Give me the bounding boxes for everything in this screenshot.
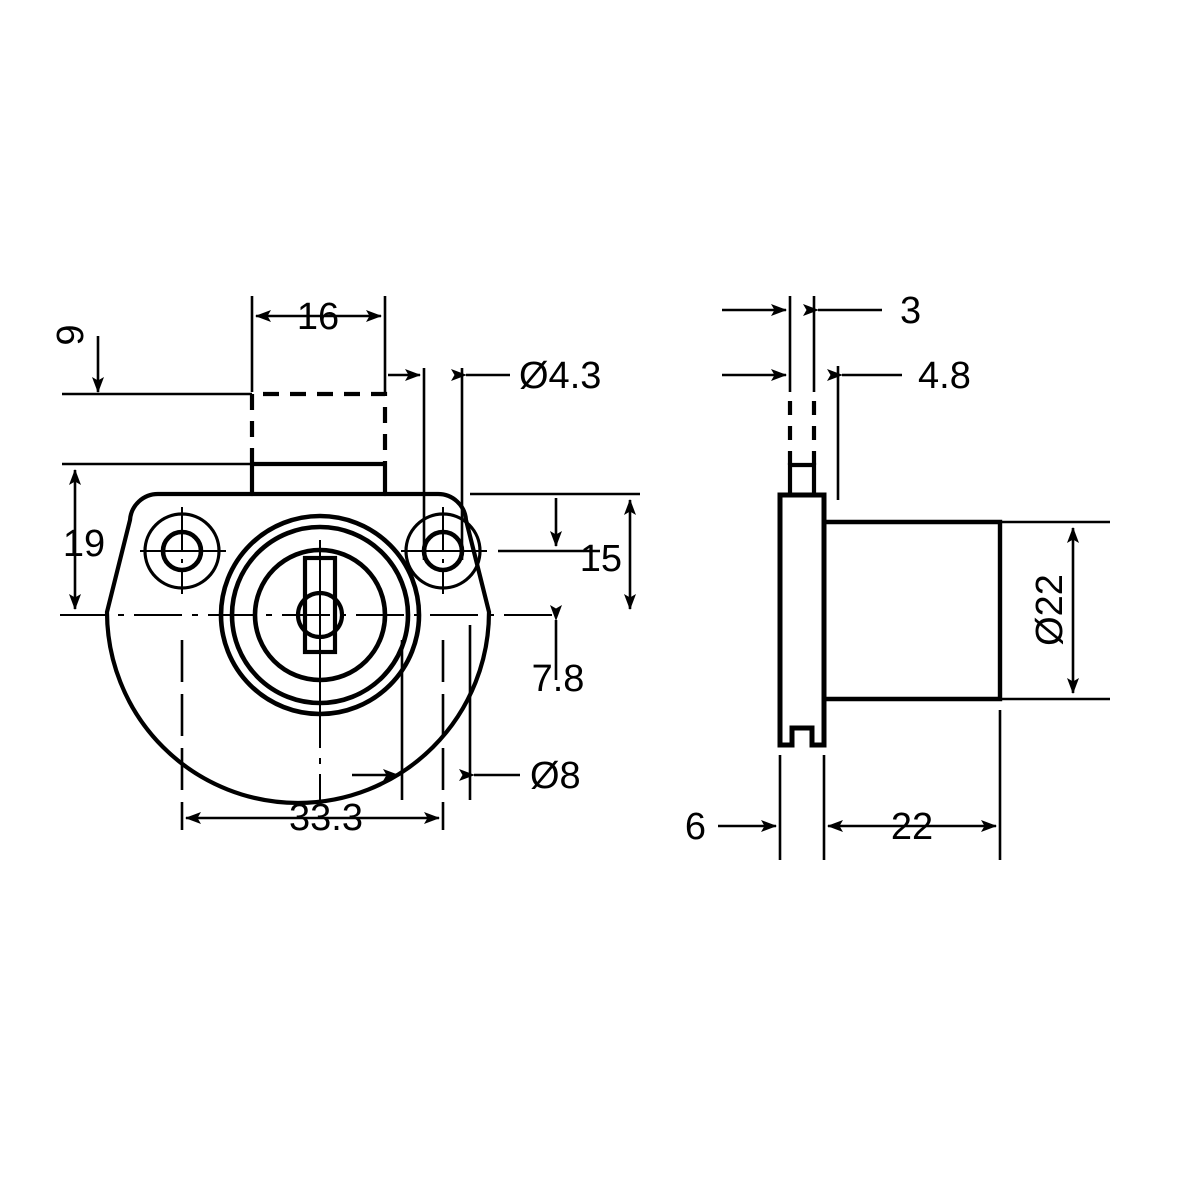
front-centerlines (60, 507, 560, 800)
front-view-geometry (104, 461, 492, 806)
dim-label-d8: Ø8 (530, 755, 581, 797)
dim-label-9: 9 (50, 324, 92, 345)
cam-tongue (249, 461, 388, 497)
dim-label-3: 3 (900, 290, 921, 332)
side-flange-plate (777, 492, 827, 748)
side-barrel (824, 519, 1003, 702)
dim-label-d22: Ø22 (1029, 574, 1071, 646)
dim-label-333: 33.3 (289, 797, 363, 839)
dim-label-22: 22 (891, 806, 933, 848)
dim-label-16: 16 (297, 296, 339, 338)
side-cam-hidden (787, 396, 817, 465)
front-view-dimensions (62, 296, 640, 830)
cam-hidden-outline (249, 391, 388, 464)
side-view-group (777, 396, 1003, 748)
dim-label-6: 6 (685, 806, 706, 848)
dim-label-15: 15 (580, 538, 622, 580)
dim-label-48: 4.8 (918, 355, 971, 397)
flange-outline (104, 491, 492, 806)
dim-label-d43: Ø4.3 (519, 355, 601, 397)
side-dimension-labels: 3 4.8 Ø22 6 22 (685, 290, 1071, 848)
side-cam-stem (787, 462, 817, 495)
dim-label-78: 7.8 (532, 658, 585, 700)
dim-label-19: 19 (63, 523, 105, 565)
side-view-dimensions (718, 296, 1110, 860)
front-view-group (60, 391, 560, 806)
front-dimension-labels: 9 16 19 Ø4.3 15 7.8 Ø8 33.3 (50, 296, 622, 839)
